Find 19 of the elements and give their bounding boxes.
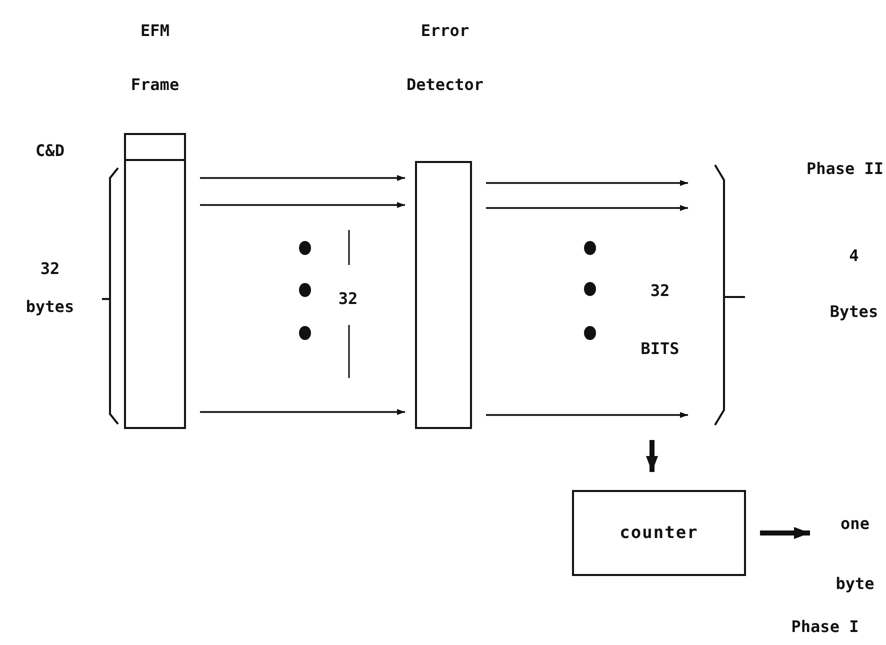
arrow [486, 180, 688, 186]
arrow [486, 412, 688, 418]
output-label: one byte [834, 513, 876, 595]
arrow [646, 440, 658, 472]
column-heading: EFM Frame [130, 20, 180, 96]
arrow [760, 527, 810, 539]
size-label: 32 bytes [24, 258, 76, 318]
column-heading: Error Detector [405, 20, 485, 96]
arrow [486, 205, 688, 211]
phase-label: Phase II [805, 160, 885, 178]
size-label: 4 Bytes [828, 245, 880, 323]
arrow [200, 175, 405, 181]
cell-label: C&D [34, 142, 66, 160]
phase-label: Phase I [790, 618, 860, 636]
arrow [200, 202, 405, 208]
dimension-label: 32 [337, 290, 359, 308]
arrow [200, 409, 405, 415]
width-label: 32 BITS [640, 280, 680, 360]
box-label: counter [620, 523, 698, 543]
